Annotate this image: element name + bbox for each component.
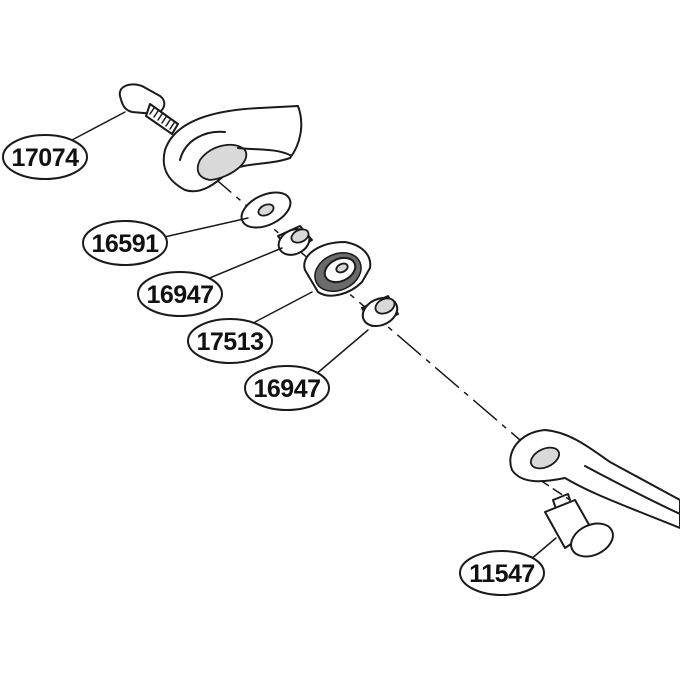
part-number-label: 16591 bbox=[91, 230, 159, 258]
callout-11547: 11547 bbox=[459, 550, 545, 596]
leader-lines bbox=[71, 111, 557, 561]
part-number-label: 16947 bbox=[253, 375, 320, 403]
callout-16947-upper: 16947 bbox=[137, 271, 223, 317]
callout-17513: 17513 bbox=[187, 318, 273, 364]
part-number-label: 17513 bbox=[196, 328, 263, 356]
handle-arm-upper bbox=[162, 105, 303, 193]
part-number-label: 16947 bbox=[146, 281, 213, 309]
screw-17074 bbox=[118, 83, 179, 135]
washer-16591 bbox=[240, 191, 292, 229]
bearing-17513 bbox=[303, 241, 372, 297]
handle-arm-lower bbox=[509, 429, 680, 529]
callout-17074: 17074 bbox=[2, 134, 88, 180]
knob-pin-11547 bbox=[544, 493, 614, 558]
callout-16947-lower: 16947 bbox=[244, 365, 330, 411]
part-number-label: 17074 bbox=[11, 144, 79, 172]
collar-16947-lower bbox=[361, 295, 399, 328]
part-number-label: 11547 bbox=[469, 560, 535, 588]
callout-16591: 16591 bbox=[82, 220, 168, 266]
collar-16947-upper bbox=[277, 225, 313, 256]
